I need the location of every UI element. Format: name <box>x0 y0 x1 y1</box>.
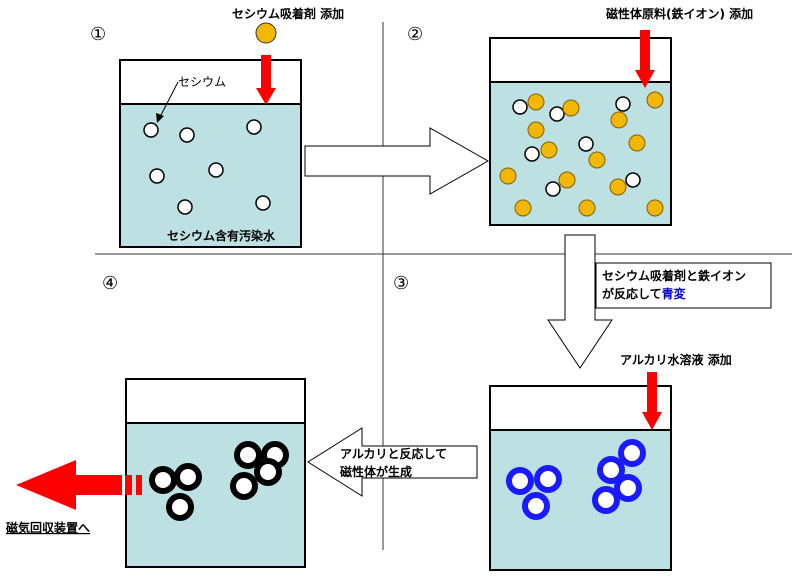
pointer-arrow <box>156 81 179 123</box>
magnetic-particle <box>234 441 262 469</box>
adsorbent-particle <box>499 167 517 185</box>
step4-beaker <box>125 378 306 568</box>
adsorbent-particle <box>527 121 545 139</box>
step4-callout-line2: 磁性体が生成 <box>339 464 412 479</box>
adsorbent-particle <box>646 199 664 217</box>
blue-complex-particle <box>597 456 625 484</box>
cesium-particle <box>524 146 540 162</box>
cesium-pointer-label: セシウム <box>178 75 226 89</box>
blue-complex-particle <box>522 492 550 520</box>
blue-complex-particle <box>618 439 646 467</box>
adsorbent-particle <box>514 199 532 217</box>
blue-complex-particle <box>592 486 620 514</box>
cesium-particle <box>578 136 594 152</box>
step2-add-label: 磁性体原料(鉄イオン) 添加 <box>605 6 753 21</box>
flow-arrow-1-to-2 <box>304 127 490 195</box>
step3-callout-box <box>595 262 772 309</box>
adsorbent-particle <box>610 111 628 129</box>
adsorbent-particle <box>628 134 646 152</box>
adsorbent-particle <box>527 93 545 111</box>
adsorbent-particle <box>609 178 627 196</box>
adsorbent-particle <box>562 99 580 117</box>
step3-callout-line2: が反応して青変 <box>602 286 687 301</box>
step4-callout-line1: アルカリと反応して <box>340 446 447 461</box>
magnetic-cluster-right <box>230 441 289 500</box>
cesium-particle <box>545 181 561 197</box>
blue-complex-cluster-right <box>592 439 646 514</box>
cesium-particle <box>143 122 159 138</box>
cesium-particle <box>179 127 195 143</box>
adsorbent-particle-icon <box>255 22 277 44</box>
adsorbent-particle <box>558 171 576 189</box>
contaminated-water-label: セシウム含有汚染水 <box>167 228 276 243</box>
blue-change-highlight: 青変 <box>662 286 687 301</box>
recovery-label: 磁気回収装置へ <box>5 520 90 535</box>
step1-add-label: セシウム吸着剤 添加 <box>232 6 344 21</box>
adsorbent-particles <box>499 91 664 217</box>
adsorbent-particle <box>646 91 664 109</box>
cesium-particle <box>255 195 271 211</box>
cesium-particle <box>615 96 631 112</box>
cesium-particle <box>625 172 641 188</box>
step2-cesium-particles <box>512 96 641 197</box>
adsorbent-particle <box>578 199 596 217</box>
step1-add-arrow <box>256 55 276 105</box>
magnetic-particle <box>254 458 282 486</box>
cesium-particle <box>177 199 193 215</box>
step2-add-arrow <box>635 30 655 88</box>
step-number-2: ② <box>407 24 423 45</box>
blue-complex-particle <box>506 467 534 495</box>
cesium-particle <box>512 99 528 115</box>
step-number-3: ③ <box>393 273 409 294</box>
cesium-particle <box>208 162 224 178</box>
flow-arrow-2-to-3 <box>547 234 613 369</box>
step3-add-arrow <box>642 372 662 430</box>
step3-callout-line1: セシウム吸着剤と鉄イオン <box>602 268 746 283</box>
blue-complex-cluster-left <box>506 465 562 520</box>
step3-add-label: アルカリ水溶液 添加 <box>620 352 732 367</box>
magnetic-cluster-left <box>149 463 202 521</box>
cesium-particles <box>143 119 271 215</box>
magnetic-particle <box>230 472 258 500</box>
step-number-1: ① <box>90 24 106 45</box>
magnetic-particle <box>166 493 194 521</box>
recovery-arrow <box>16 460 142 510</box>
cesium-particle <box>149 168 165 184</box>
magnetic-particle <box>174 463 202 491</box>
cesium-particle <box>549 106 565 122</box>
blue-complex-particle <box>614 474 642 502</box>
adsorbent-particle <box>540 141 558 159</box>
flow-arrow-3-to-4 <box>307 427 478 497</box>
cesium-particle <box>246 119 262 135</box>
step-number-4: ④ <box>102 273 118 294</box>
magnetic-particle <box>149 466 177 494</box>
adsorbent-particle <box>588 151 606 169</box>
blue-complex-particle <box>534 465 562 493</box>
